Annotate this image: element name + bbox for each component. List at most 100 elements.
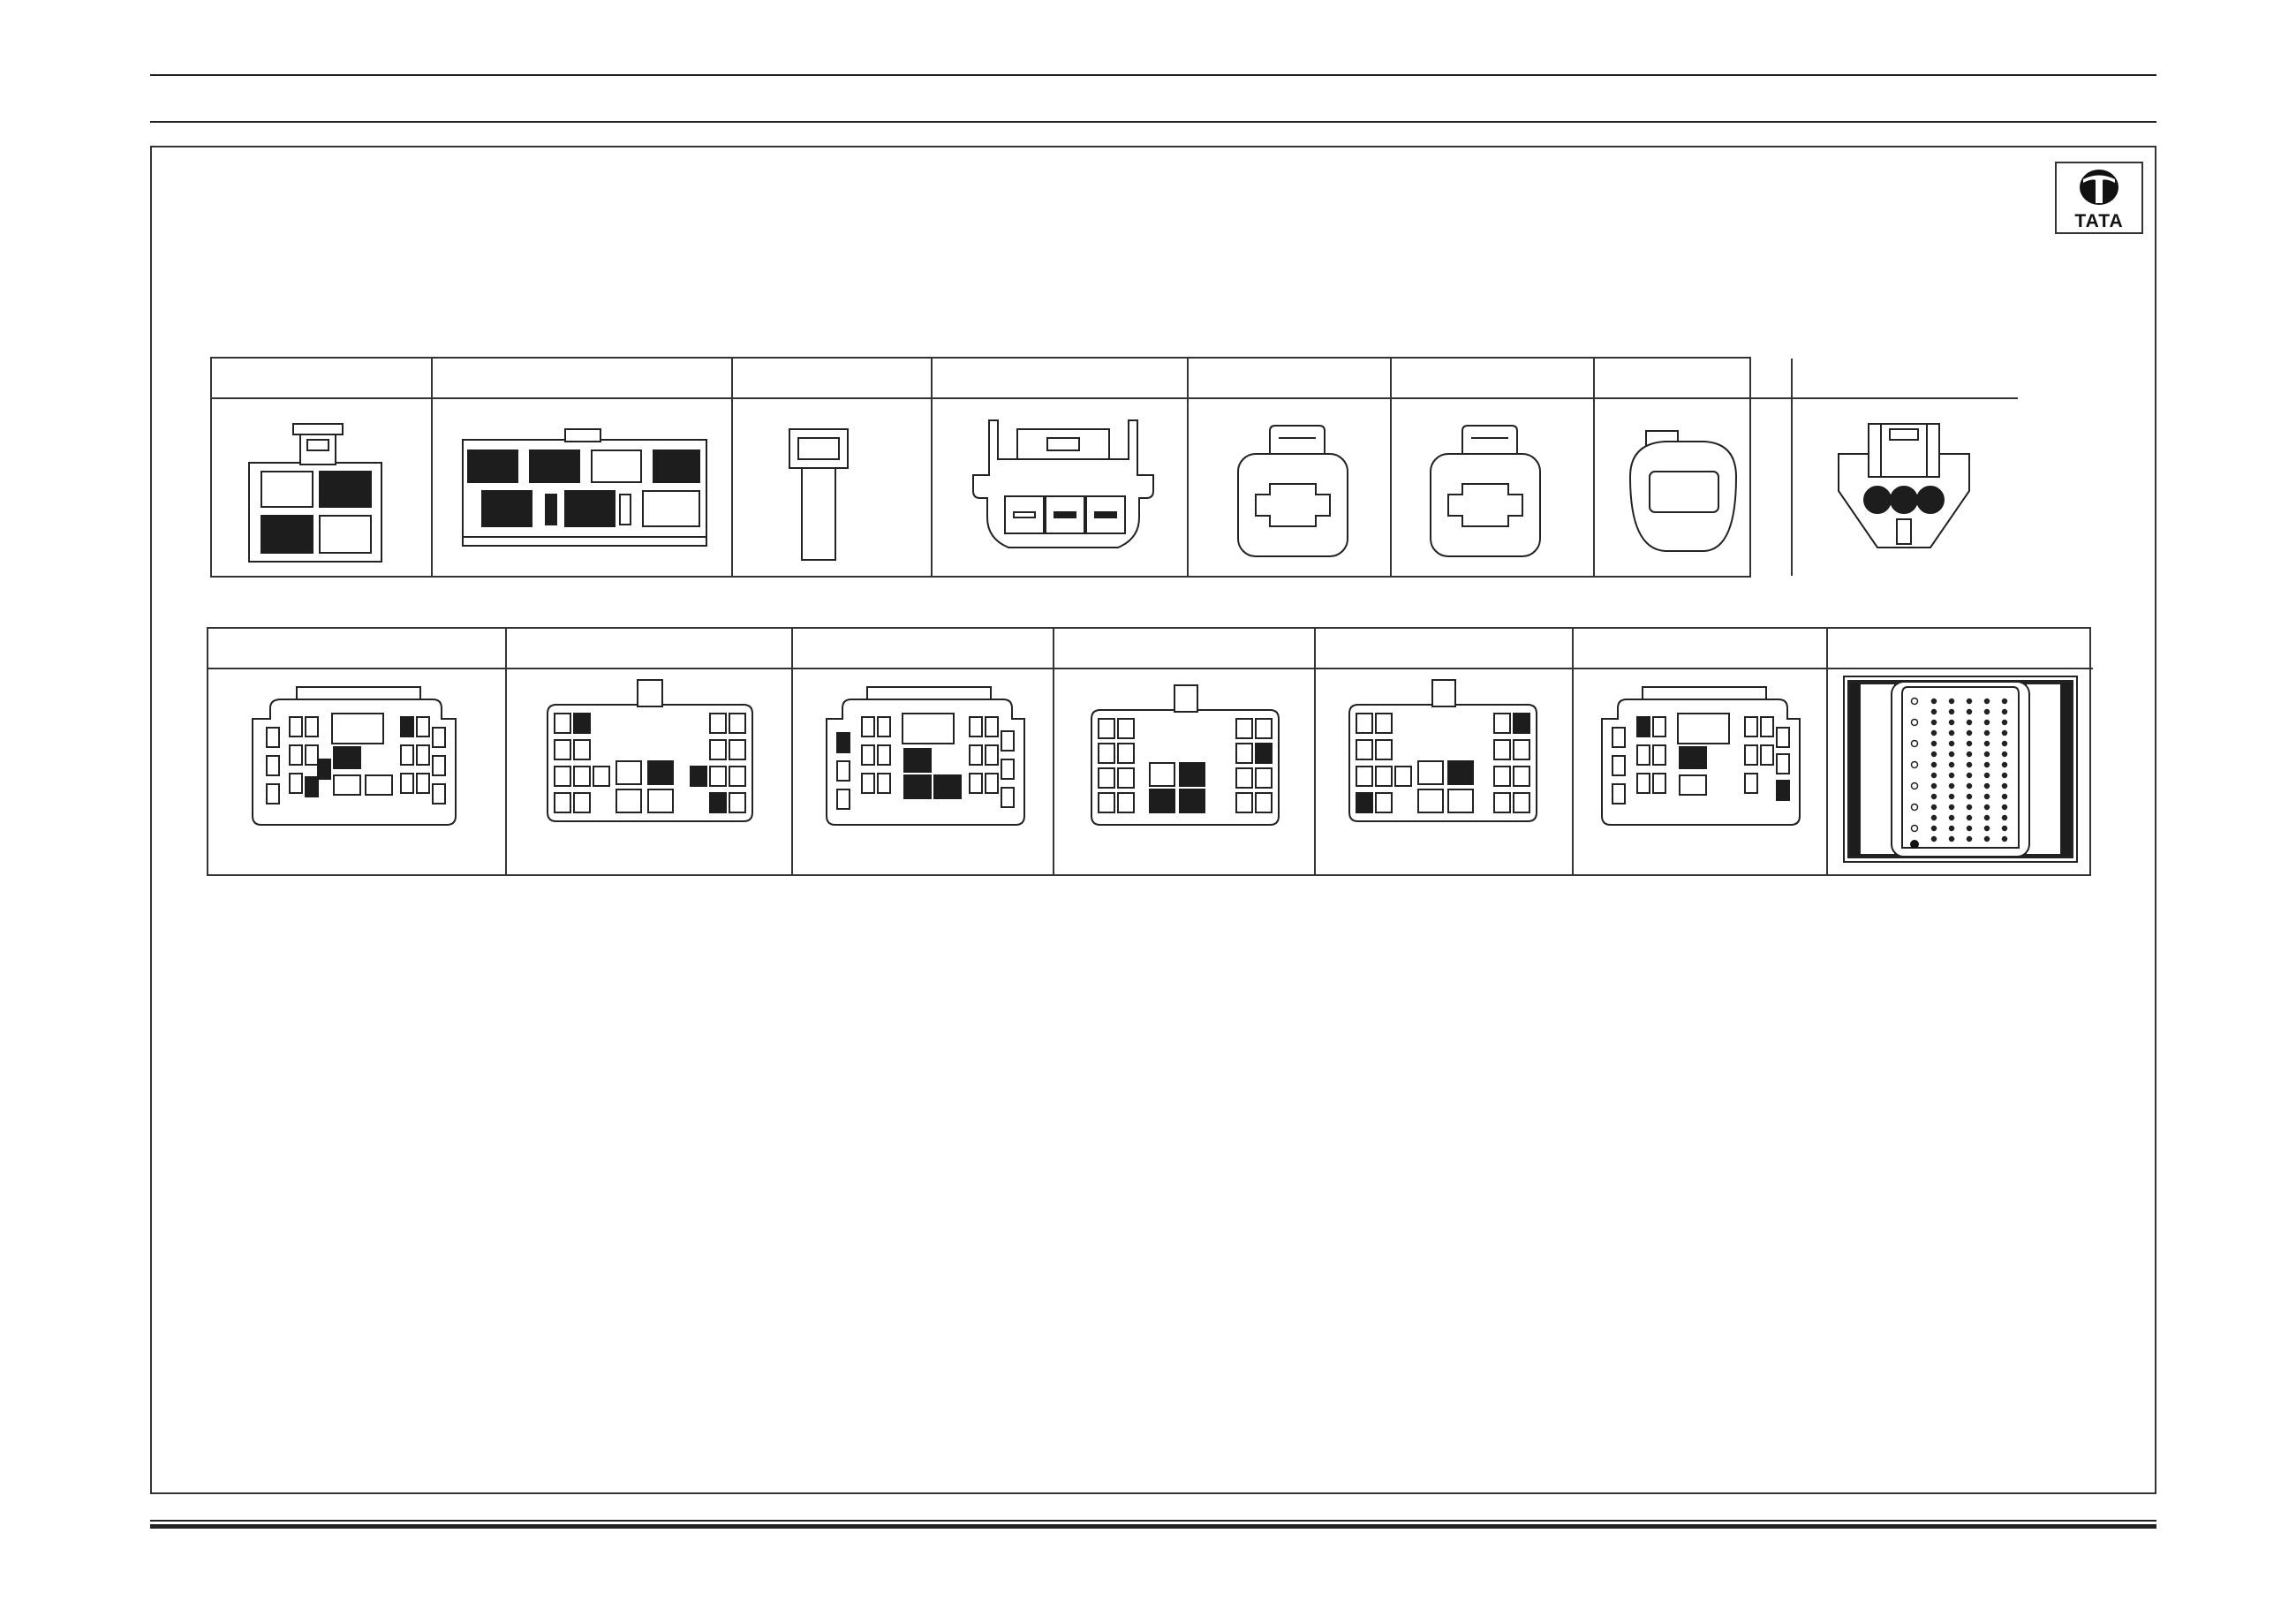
connector-cell xyxy=(208,629,507,874)
connector-2-pin-icon xyxy=(1430,425,1541,557)
connector-cell xyxy=(933,359,1189,576)
connector-header xyxy=(1054,629,1314,669)
connector-1-pin-icon xyxy=(789,428,849,561)
pin-dot xyxy=(1966,719,1973,726)
pin-dot xyxy=(1966,804,1973,811)
pin-dot xyxy=(1966,708,1973,715)
pin-dot xyxy=(1930,698,1937,705)
pin-dot xyxy=(1910,782,1919,790)
pin-dot xyxy=(1930,782,1937,789)
connector-cell xyxy=(1574,629,1828,874)
logo-wordmark: TATA xyxy=(2074,211,2124,231)
connector-header xyxy=(733,359,931,399)
pin-dot xyxy=(1930,708,1937,715)
pin-dot xyxy=(2001,825,2008,832)
pin-dot xyxy=(1948,751,1955,758)
connector-header xyxy=(507,629,791,669)
pin-dot xyxy=(1966,740,1973,747)
pin-dot xyxy=(1910,697,1919,706)
pin-dot xyxy=(1966,761,1973,768)
connector-header xyxy=(1595,359,1791,399)
pin-dot xyxy=(1930,804,1937,811)
pin-dot xyxy=(1910,824,1919,833)
pin-dot xyxy=(1983,793,1990,800)
pin-dot xyxy=(1930,772,1937,779)
connector-3-terminal-icon xyxy=(1838,423,1970,548)
connector-multi-pin-icon xyxy=(1091,684,1280,826)
tata-logo: TATA xyxy=(2055,162,2143,234)
connector-table-row-1 xyxy=(210,357,2018,578)
connector-multi-pin-icon xyxy=(826,686,1025,826)
connector-multi-pin-icon xyxy=(1601,686,1801,826)
connector-cell xyxy=(212,359,433,576)
pin-dot xyxy=(1930,835,1937,842)
connector-cell xyxy=(1316,629,1574,874)
connector-header xyxy=(1189,359,1390,399)
connector-table-row-2 xyxy=(207,627,2093,876)
connector-cell xyxy=(733,359,933,576)
connector-multi-pin-icon xyxy=(252,686,457,826)
pin-dot xyxy=(1930,814,1937,821)
connector-9-pin-icon xyxy=(462,428,707,547)
pin-dot xyxy=(1966,698,1973,705)
pin-dot xyxy=(2001,719,2008,726)
pin-dot xyxy=(2001,708,2008,715)
pin-dot xyxy=(1930,825,1937,832)
connector-cell xyxy=(1054,629,1316,874)
pin-dot xyxy=(1966,729,1973,736)
pin-dot xyxy=(2001,740,2008,747)
pin-dot xyxy=(1983,835,1990,842)
connector-header xyxy=(212,359,431,399)
pin-dot xyxy=(1930,751,1937,758)
pin-dot xyxy=(1983,751,1990,758)
pin-dot xyxy=(1983,761,1990,768)
pin-dot xyxy=(1910,760,1919,769)
pin-dot xyxy=(1966,814,1973,821)
pin-dot xyxy=(2001,835,2008,842)
connector-header xyxy=(1793,359,2018,399)
pin-dot xyxy=(1983,729,1990,736)
connector-header xyxy=(208,629,505,669)
pin-dot xyxy=(2001,804,2008,811)
ecu-connector-icon xyxy=(1843,676,2078,863)
pin-dot xyxy=(1966,825,1973,832)
pin-dot xyxy=(1983,772,1990,779)
connector-round-icon xyxy=(1628,430,1738,552)
connector-header xyxy=(1828,629,2093,669)
pin-dot xyxy=(1910,718,1919,727)
pin-dot xyxy=(1983,719,1990,726)
pin-dot xyxy=(1930,729,1937,736)
connector-cell xyxy=(507,629,793,874)
pin-dot xyxy=(1948,814,1955,821)
pin-dot xyxy=(1983,814,1990,821)
pin-dot xyxy=(2001,793,2008,800)
pin-dot xyxy=(1948,761,1955,768)
pin-dot xyxy=(1930,793,1937,800)
connector-4-pin-icon xyxy=(248,423,382,563)
pin-dot xyxy=(1966,782,1973,789)
pin-dot xyxy=(1948,804,1955,811)
connector-multi-pin-icon xyxy=(547,679,753,822)
pin-dot xyxy=(1983,698,1990,705)
connector-cell xyxy=(1793,359,2018,576)
pin-dot xyxy=(1983,740,1990,747)
pin-dot xyxy=(2001,729,2008,736)
pin-dot xyxy=(1983,804,1990,811)
pin-dot xyxy=(2001,761,2008,768)
pin-dot xyxy=(1948,835,1955,842)
pin-dot xyxy=(1930,740,1937,747)
connector-cell xyxy=(1828,629,2093,874)
pin-dot xyxy=(1983,782,1990,789)
pin-dot xyxy=(1966,772,1973,779)
footer-rule-thick xyxy=(150,1524,2156,1529)
pin-dot xyxy=(1948,729,1955,736)
connector-cell xyxy=(793,629,1054,874)
pin-dot xyxy=(1948,740,1955,747)
pin-dot xyxy=(1930,761,1937,768)
pin-dot xyxy=(1948,825,1955,832)
connector-cell xyxy=(1595,359,1793,576)
pin-dot xyxy=(1948,782,1955,789)
tata-logo-icon xyxy=(2080,170,2119,205)
pin-dot xyxy=(2001,751,2008,758)
pin-dot xyxy=(1983,825,1990,832)
